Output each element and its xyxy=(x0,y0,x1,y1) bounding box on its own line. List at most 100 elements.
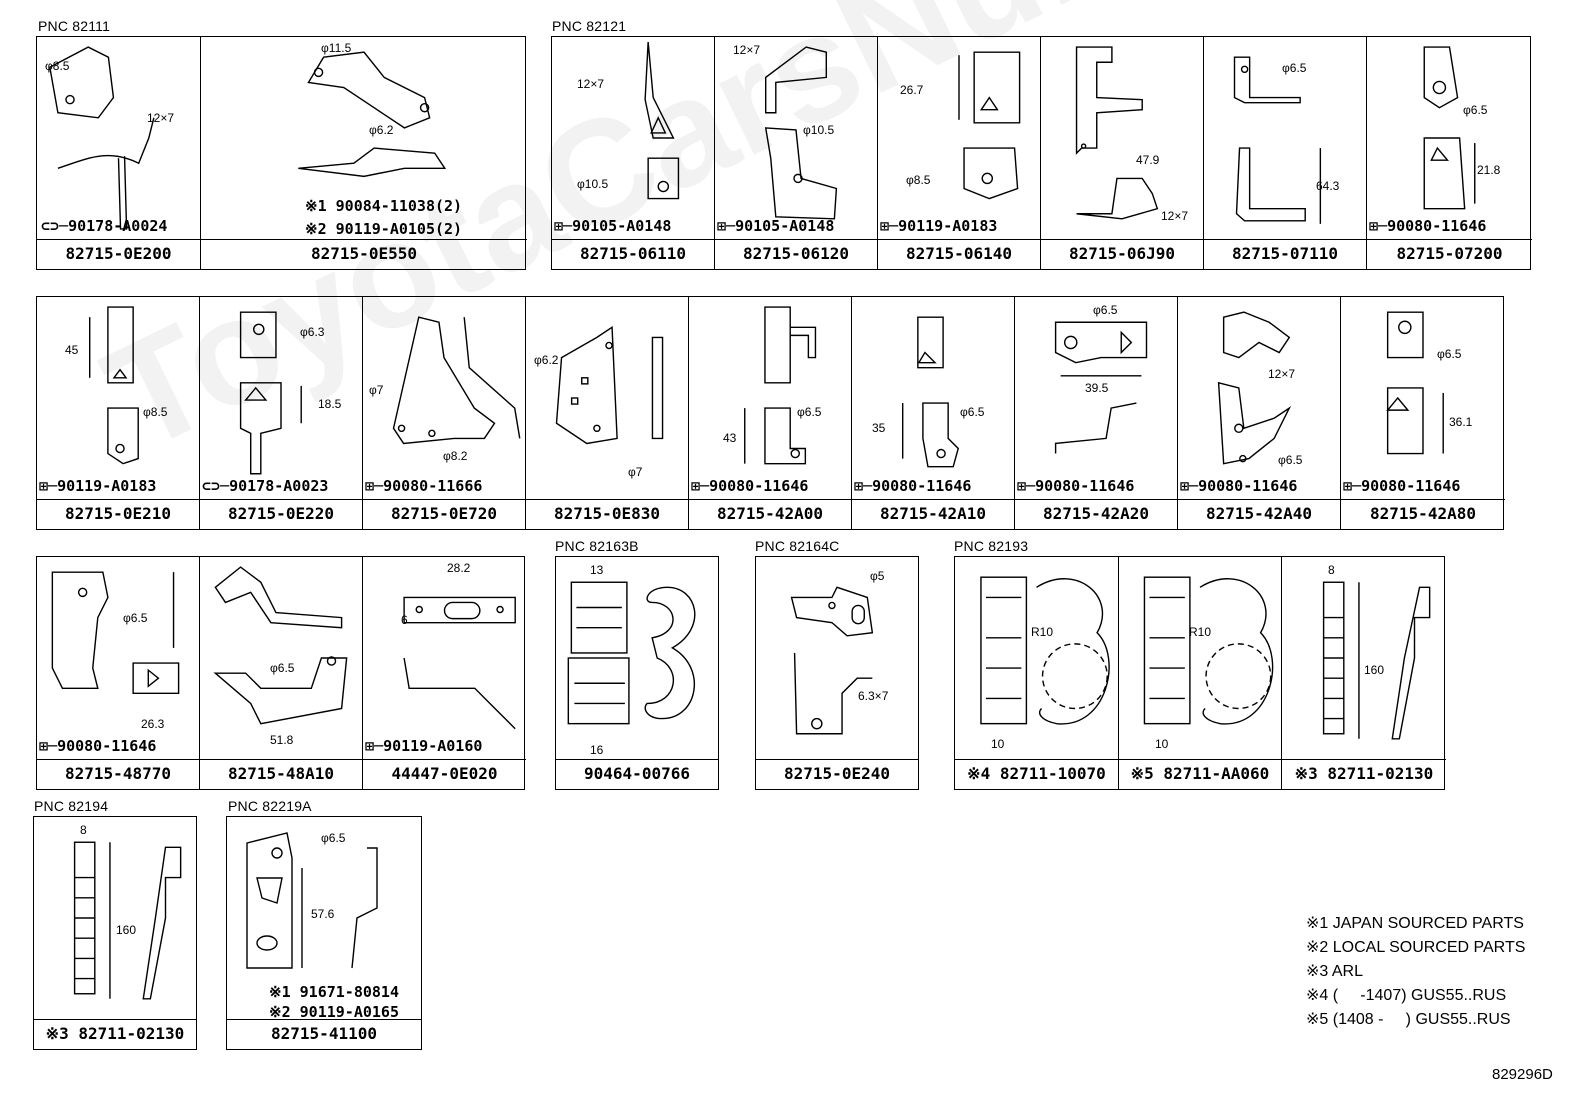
part-number: 82715-48770 xyxy=(37,759,199,789)
part-cell[interactable]: φ6.5 64.3 82715-07110 xyxy=(1204,37,1367,269)
dimension-label: φ7 xyxy=(628,465,643,479)
part-cell[interactable]: φ6.2 φ7 82715-0E830 xyxy=(526,297,689,529)
dimension-label: φ10.5 xyxy=(803,123,835,137)
dimension-label: 12×7 xyxy=(577,77,605,91)
dimension-label: 28.2 xyxy=(447,561,471,575)
note-item: ※4 ( -1407) GUS55..RUS xyxy=(1306,987,1507,1004)
part-cell[interactable]: φ5 6.3×7 82715-0E240 xyxy=(756,557,918,789)
group-label-82193: PNC 82193 xyxy=(954,538,1029,554)
dimension-label: φ6.5 xyxy=(270,661,295,675)
part-cell[interactable]: 35 φ6.5 ⊞─90080-11646 82715-42A10 xyxy=(852,297,1015,529)
dimension-label: 26.3 xyxy=(141,717,165,731)
dimension-label: φ6.5 xyxy=(960,405,985,419)
part-cell[interactable]: 45 φ8.5 ⊞─90119-A0183 82715-0E210 xyxy=(37,297,200,529)
bolt-part-number: ⊂⊃─90178-A0024 xyxy=(41,217,168,235)
part-cell[interactable]: 12×7 φ10.5 ⊞─90105-A0148 82715-06120 xyxy=(715,37,878,269)
dimension-label: R10 xyxy=(1189,625,1212,639)
dimension-label: 43 xyxy=(723,431,737,445)
panel-82111: φ8.5 12×7 ⊂⊃─90178-A0024 82715-0E200 φ11… xyxy=(36,36,527,270)
note-item: ※1 JAPAN SOURCED PARTS xyxy=(1306,915,1524,932)
dimension-label: φ6.5 xyxy=(1282,61,1307,75)
dimension-label: 57.6 xyxy=(311,907,335,921)
part-number: 82715-48A10 xyxy=(200,759,362,789)
dimension-label: φ6.5 xyxy=(1437,347,1462,361)
panel-82193: R10 10 ※4 82711-10070 R10 10 ※5 82711-AA… xyxy=(954,556,1446,790)
dimension-label: φ6.3 xyxy=(300,325,325,339)
part-cell[interactable]: φ6.5 51.8 82715-48A10 xyxy=(200,557,363,789)
part-cell[interactable]: 43 φ6.5 ⊞─90080-11646 82715-42A00 xyxy=(689,297,852,529)
dimension-label: φ10.5 xyxy=(577,177,609,191)
panel-82219a: φ6.5 57.6 ※1 91671-80814 ※2 90119-A0165 … xyxy=(226,816,422,1050)
part-cell[interactable]: 28.2 6 ⊞─90119-A0160 44447-0E020 xyxy=(363,557,526,789)
dimension-label: φ6.2 xyxy=(369,123,394,137)
dimension-label: φ8.2 xyxy=(443,449,468,463)
bolt-part-number: ⊞─90105-A0148 xyxy=(554,217,672,235)
panel-row-3a: φ6.5 26.3 ⊞─90080-11646 82715-48770 φ6.5… xyxy=(36,556,526,790)
notes-legend: ※1 JAPAN SOURCED PARTS ※2 LOCAL SOURCED … xyxy=(1306,912,1525,1032)
part-cell[interactable]: φ6.5 39.5 ⊞─90080-11646 82715-42A20 xyxy=(1015,297,1178,529)
bolt-part-number: ※1 91671-80814 xyxy=(269,983,399,1001)
bolt-part-number: ⊞─90119-A0183 xyxy=(880,217,998,235)
part-number: 82715-07200 xyxy=(1367,239,1532,269)
dimension-label: 16 xyxy=(590,743,604,757)
part-number: 82715-07110 xyxy=(1204,239,1366,269)
part-number: ※3 82711-02130 xyxy=(34,1019,196,1049)
part-number: 82715-42A10 xyxy=(852,499,1014,529)
bolt-part-number: ※2 90119-A0105(2) xyxy=(305,220,463,238)
part-cell[interactable]: φ6.5 57.6 ※1 91671-80814 ※2 90119-A0165 … xyxy=(227,817,421,1049)
panel-row-2: 45 φ8.5 ⊞─90119-A0183 82715-0E210 φ6.3 1… xyxy=(36,296,1505,530)
part-cell[interactable]: R10 10 ※5 82711-AA060 xyxy=(1119,557,1282,789)
part-cell[interactable]: 26.7 φ8.5 ⊞─90119-A0183 82715-06140 xyxy=(878,37,1041,269)
part-cell[interactable]: φ11.5 φ6.2 ※1 90084-11038(2) ※2 90119-A0… xyxy=(201,37,527,269)
part-cell[interactable]: φ6.3 18.5 ⊂⊃─90178-A0023 82715-0E220 xyxy=(200,297,363,529)
part-number: ※4 82711-10070 xyxy=(955,759,1118,789)
dimension-label: 35 xyxy=(872,421,886,435)
part-cell[interactable]: R10 10 ※4 82711-10070 xyxy=(955,557,1119,789)
bolt-part-number: ⊞─90080-11646 xyxy=(1180,477,1298,495)
dimension-label: 8 xyxy=(80,823,87,837)
part-cell[interactable]: φ6.5 21.8 ⊞─90080-11646 82715-07200 xyxy=(1367,37,1532,269)
bolt-part-number: ※1 90084-11038(2) xyxy=(305,197,463,215)
group-label-82163b: PNC 82163B xyxy=(555,538,639,554)
bolt-part-number: ⊞─90080-11646 xyxy=(1369,217,1487,235)
part-cell[interactable]: 12×7 φ6.5 ⊞─90080-11646 82715-42A40 xyxy=(1178,297,1341,529)
part-cell[interactable]: φ6.5 26.3 ⊞─90080-11646 82715-48770 xyxy=(37,557,200,789)
part-cell[interactable]: 8 160 ※3 82711-02130 xyxy=(1282,557,1446,789)
bolt-part-number: ⊞─90119-A0183 xyxy=(39,477,157,495)
bolt-part-number: ⊞─90105-A0148 xyxy=(717,217,835,235)
dimension-label: φ6.5 xyxy=(1463,103,1488,117)
bolt-part-number: ⊞─90080-11646 xyxy=(39,737,157,755)
part-number: 82715-0E200 xyxy=(37,239,200,269)
part-number: 82715-0E830 xyxy=(526,499,688,529)
part-cell[interactable]: 47.9 12×7 82715-06J90 xyxy=(1041,37,1204,269)
group-label-82121: PNC 82121 xyxy=(552,18,627,34)
part-number: 82715-42A00 xyxy=(689,499,851,529)
part-number: 82715-42A40 xyxy=(1178,499,1340,529)
part-number: 82715-42A80 xyxy=(1341,499,1505,529)
panel-82163b: 13 16 90464-00766 xyxy=(555,556,719,790)
dimension-label: φ6.2 xyxy=(534,353,559,367)
group-label-82164c: PNC 82164C xyxy=(755,538,840,554)
dimension-label: φ8.5 xyxy=(45,59,70,73)
part-number: 82715-06140 xyxy=(878,239,1040,269)
bolt-part-number: ⊞─90080-11646 xyxy=(691,477,809,495)
bolt-part-number: ⊞─90080-11646 xyxy=(1343,477,1461,495)
part-cell[interactable]: 8 160 ※3 82711-02130 xyxy=(34,817,196,1049)
bolt-part-number: ⊞─90080-11646 xyxy=(1017,477,1135,495)
part-number: ※5 82711-AA060 xyxy=(1119,759,1281,789)
part-cell[interactable]: φ6.5 36.1 ⊞─90080-11646 82715-42A80 xyxy=(1341,297,1505,529)
part-cell[interactable]: φ8.5 12×7 ⊂⊃─90178-A0024 82715-0E200 xyxy=(37,37,201,269)
part-number: 82715-0E220 xyxy=(200,499,362,529)
part-cell[interactable]: 13 16 90464-00766 xyxy=(556,557,718,789)
part-cell[interactable]: φ7 φ8.2 ⊞─90080-11666 82715-0E720 xyxy=(363,297,526,529)
part-number: 44447-0E020 xyxy=(363,759,526,789)
part-number: 82715-06120 xyxy=(715,239,877,269)
part-number: 82715-0E550 xyxy=(201,239,527,269)
dimension-label: 45 xyxy=(65,343,79,357)
dimension-label: 6.3×7 xyxy=(858,689,889,703)
dimension-label: 12×7 xyxy=(1161,209,1189,223)
dimension-label: 18.5 xyxy=(318,397,342,411)
dimension-label: 26.7 xyxy=(900,83,924,97)
part-cell[interactable]: 12×7 φ10.5 ⊞─90105-A0148 82715-06110 xyxy=(552,37,715,269)
group-label-82194: PNC 82194 xyxy=(34,798,109,814)
